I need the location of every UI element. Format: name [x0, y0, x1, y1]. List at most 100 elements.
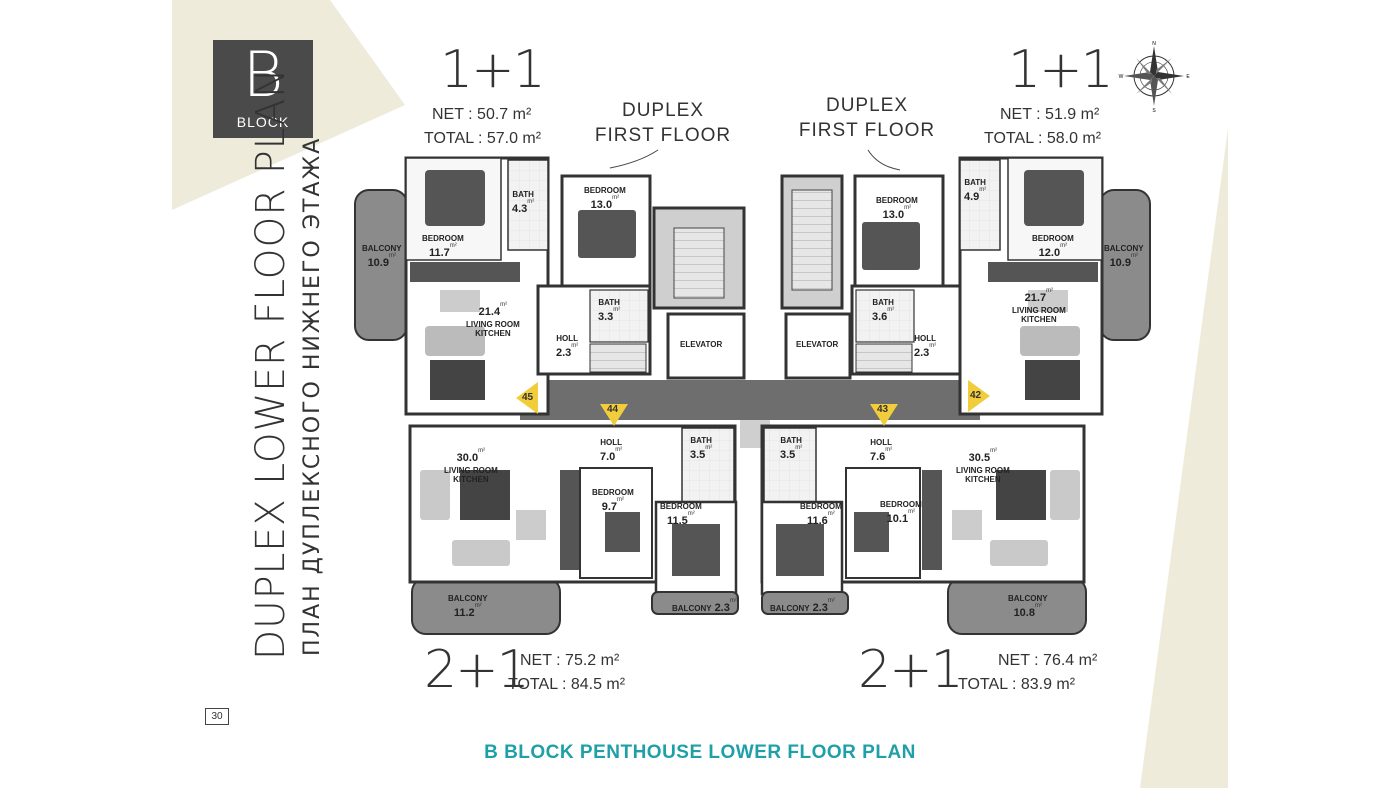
- room-label: BATH: [872, 298, 894, 307]
- net-area-top-right: NET : 51.9 m²: [1000, 106, 1100, 123]
- unit-top-right: [958, 156, 1151, 416]
- total-area-top-left: TOTAL : 57.0 m²: [424, 130, 542, 147]
- page-number: 30: [205, 708, 229, 725]
- unit-type-bottom-right: 2+1: [858, 640, 964, 700]
- unit-type-bottom-left: 2+1: [424, 640, 530, 700]
- area-unit: m²: [500, 302, 508, 308]
- compass-s: S: [1152, 108, 1156, 112]
- room-label: BEDROOM: [1032, 234, 1074, 243]
- room-label: HOLL: [914, 334, 937, 343]
- room-br-bed2: BEDROOM 10.1m²: [880, 500, 922, 527]
- room-area: 21.7: [1024, 292, 1047, 304]
- room-label: HOLL: [600, 438, 623, 447]
- door-number-44: 44: [607, 404, 619, 415]
- room-label: BATH: [598, 298, 620, 307]
- room-area: 3.3: [598, 311, 614, 323]
- area-unit: m²: [478, 448, 486, 454]
- room-label: BEDROOM: [584, 186, 626, 195]
- room-label: BATH: [512, 190, 534, 199]
- area-unit: m²: [908, 509, 916, 515]
- room-label: ELEVATOR: [680, 340, 723, 349]
- room-area: 2.3: [914, 347, 930, 359]
- room-area: 30.0: [456, 452, 479, 464]
- room-area: 9.7: [601, 501, 618, 513]
- compass-n: N: [1152, 41, 1156, 47]
- duplex-left: [536, 174, 652, 376]
- room-area: 2.3: [812, 602, 828, 614]
- core: [652, 174, 852, 380]
- room-area: 2.3: [556, 347, 572, 359]
- room-area: 11.6: [806, 515, 828, 527]
- room-label: BALCONY: [1008, 594, 1048, 603]
- area-unit: m²: [687, 511, 695, 517]
- area-unit: m²: [1046, 288, 1054, 294]
- room-label: HOLL: [556, 334, 579, 343]
- room-bl-holl: HOLL 7.0m²: [600, 438, 622, 465]
- area-unit: m²: [617, 497, 625, 503]
- unit-bottom-right: [760, 424, 1087, 635]
- duplex-right: [850, 174, 966, 376]
- unit-bottom-left: [408, 424, 739, 635]
- room-area: 13.0: [590, 199, 613, 211]
- room-label: BEDROOM: [800, 502, 842, 511]
- room-label: BATH: [780, 436, 802, 445]
- total-area-top-right: TOTAL : 58.0 m²: [984, 130, 1102, 147]
- room-area: 10.1: [886, 513, 909, 525]
- area-unit: m²: [1034, 603, 1042, 609]
- room-area: 30.5: [968, 452, 991, 464]
- area-unit: m²: [885, 447, 893, 453]
- unit-top-left: [354, 156, 550, 416]
- room-area: 7.0: [600, 451, 616, 463]
- room-area: 13.0: [882, 209, 905, 221]
- block-word: BLOCK: [236, 114, 290, 130]
- area-unit: m²: [795, 445, 803, 451]
- area-unit: m²: [827, 598, 835, 604]
- room-label: BEDROOM: [660, 502, 702, 511]
- compass-rose-icon: N E S W: [1119, 41, 1190, 112]
- area-unit: m²: [1060, 243, 1068, 249]
- room-label: HOLL: [870, 438, 893, 447]
- room-area: 10.9: [1109, 257, 1131, 269]
- room-label: BALCONY: [770, 604, 810, 613]
- room-bl-bed1: BEDROOM 9.7m²: [592, 488, 634, 515]
- room-area: 10.8: [1013, 607, 1035, 619]
- room-label: BALCONY: [448, 594, 488, 603]
- room-area: 4.9: [964, 191, 980, 203]
- room-elev-left: ELEVATOR: [680, 340, 722, 349]
- area-unit: m²: [904, 205, 912, 211]
- area-unit: m²: [887, 307, 895, 313]
- area-unit: m²: [979, 187, 987, 193]
- room-label: BATH: [690, 436, 712, 445]
- area-unit: m²: [729, 598, 737, 604]
- area-unit: m²: [388, 253, 396, 259]
- footer-caption: B BLOCK PENTHOUSE LOWER FLOOR PLAN: [484, 742, 916, 763]
- area-unit: m²: [615, 447, 623, 453]
- duplex-label-right: DUPLEX FIRST FLOOR: [798, 95, 936, 141]
- room-label: BEDROOM: [592, 488, 634, 497]
- area-unit: m²: [571, 343, 579, 349]
- net-area-bottom-right: NET : 76.4 m²: [998, 652, 1098, 669]
- compass-e: E: [1186, 74, 1190, 80]
- room-area: 3.5: [780, 449, 796, 461]
- total-area-bottom-left: TOTAL : 84.5 m²: [508, 676, 626, 693]
- corridor: [520, 380, 980, 420]
- room-label: BALCONY: [672, 604, 712, 613]
- room-label: BEDROOM: [880, 500, 922, 509]
- room-label: BEDROOM: [422, 234, 464, 243]
- room-area: 4.3: [512, 203, 528, 215]
- room-br-balcony: BALCONY 10.8m²: [1008, 594, 1048, 621]
- room-br-bath: BATH 3.5m²: [780, 436, 802, 463]
- room-area: 11.2: [453, 607, 475, 619]
